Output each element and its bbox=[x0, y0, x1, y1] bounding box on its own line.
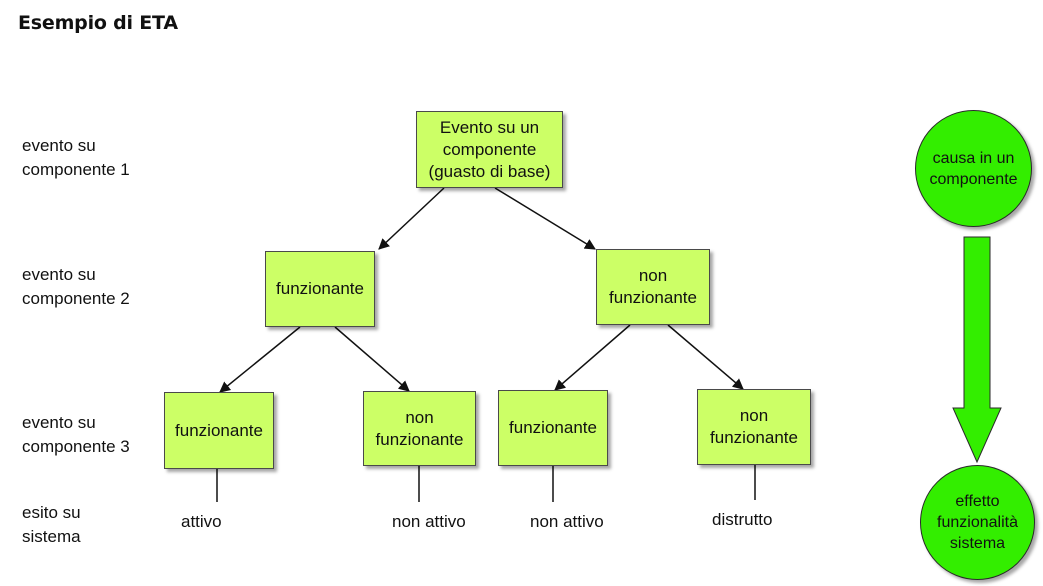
outcome-c: non attivo bbox=[530, 512, 604, 531]
legend-text: funzionalità bbox=[937, 514, 1018, 531]
node-text: Evento su un bbox=[439, 117, 540, 137]
node-text: componente bbox=[442, 139, 537, 159]
node-root: Evento su un componente (guasto di base) bbox=[416, 111, 563, 188]
node-text: funzionante bbox=[710, 428, 798, 447]
node-text: funzionante bbox=[509, 418, 597, 437]
node-component2-working: funzionante bbox=[265, 251, 375, 327]
row-label-system-outcome: esito su sistema bbox=[22, 501, 81, 549]
node-text: non bbox=[739, 406, 769, 425]
edge-root-to-right bbox=[494, 187, 596, 250]
edge-right-to-d bbox=[667, 324, 744, 390]
node-text: funzionante bbox=[175, 420, 263, 440]
outcome-a: attivo bbox=[181, 512, 222, 531]
edge-left-to-b bbox=[334, 326, 410, 392]
node-component2-failed: non funzionante bbox=[596, 249, 710, 325]
row-label-line: componente 3 bbox=[22, 437, 130, 456]
node-component3-c-working: funzionante bbox=[498, 390, 608, 466]
row-label-line: sistema bbox=[22, 527, 81, 546]
node-text: non bbox=[405, 407, 434, 427]
page-title: Esempio di ETA bbox=[18, 12, 178, 34]
node-text: non bbox=[638, 266, 668, 285]
node-text: funzionante bbox=[375, 429, 464, 449]
legend-text: causa in un bbox=[932, 149, 1015, 167]
edge-root-to-left bbox=[378, 187, 445, 250]
legend-effect-circle: effetto funzionalità sistema bbox=[920, 465, 1035, 580]
node-component3-b-failed: non funzionante bbox=[363, 391, 476, 466]
legend-cause-circle: causa in un componente bbox=[915, 110, 1032, 227]
node-text: funzionante bbox=[276, 279, 364, 298]
outcome-b: non attivo bbox=[392, 512, 466, 531]
row-label-line: esito su bbox=[22, 503, 81, 522]
edge-left-to-a bbox=[219, 326, 301, 393]
node-text: (guasto di base) bbox=[428, 161, 551, 181]
row-label-component-1: evento su componente 1 bbox=[22, 134, 130, 182]
node-component3-a-working: funzionante bbox=[164, 392, 274, 469]
row-label-line: componente 1 bbox=[22, 160, 130, 179]
legend-text: effetto bbox=[955, 493, 1000, 510]
row-label-line: evento su bbox=[22, 413, 96, 432]
row-label-line: componente 2 bbox=[22, 289, 130, 308]
cause-effect-arrow-icon bbox=[952, 236, 1002, 464]
row-label-component-2: evento su componente 2 bbox=[22, 263, 130, 311]
row-label-line: evento su bbox=[22, 136, 96, 155]
legend-text: componente bbox=[929, 170, 1018, 188]
node-component3-d-failed: non funzionante bbox=[697, 389, 811, 465]
legend-text: sistema bbox=[949, 535, 1006, 552]
outcome-d: distrutto bbox=[712, 510, 773, 529]
row-label-line: evento su bbox=[22, 265, 96, 284]
row-label-component-3: evento su componente 3 bbox=[22, 411, 130, 459]
node-text: funzionante bbox=[609, 288, 697, 307]
edge-right-to-c bbox=[554, 324, 631, 391]
